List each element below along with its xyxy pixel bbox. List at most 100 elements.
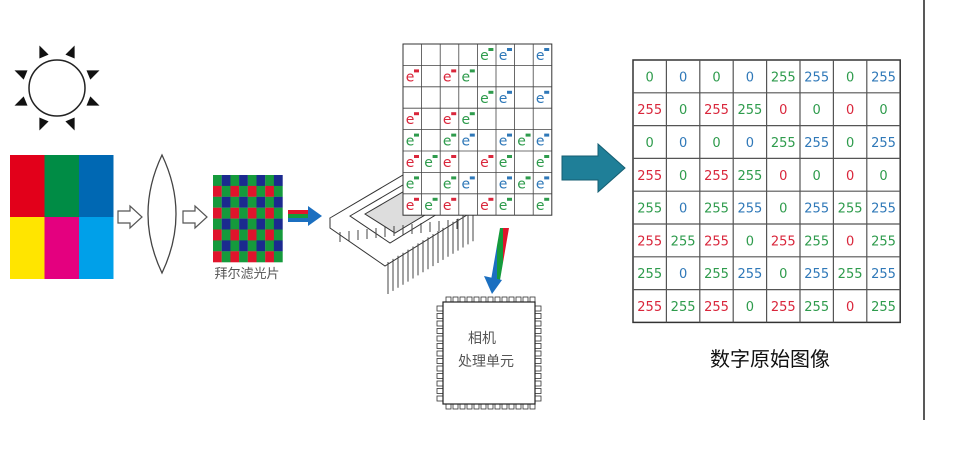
bayer-cell bbox=[256, 229, 266, 241]
camera-processor-chip: 相机 处理单元 bbox=[436, 296, 542, 410]
electron-charge-mark bbox=[525, 176, 531, 180]
bayer-cell bbox=[230, 240, 240, 252]
electron-icon: e bbox=[536, 134, 545, 150]
matrix-cell-value: 0 bbox=[712, 136, 720, 151]
light-ray-icon bbox=[39, 117, 49, 131]
matrix-cell-value: 0 bbox=[679, 70, 687, 85]
electron-icon: e bbox=[480, 155, 489, 171]
matrix-cell-value: 255 bbox=[671, 234, 696, 249]
bayer-cell bbox=[247, 240, 257, 252]
electron-charge-mark bbox=[414, 155, 419, 158]
electron-charge-mark bbox=[451, 133, 457, 137]
matrix-cell-value: 0 bbox=[879, 103, 887, 118]
electron-charge-mark bbox=[507, 48, 512, 51]
matrix-cell-value: 255 bbox=[771, 234, 796, 249]
electron-icon: e bbox=[424, 155, 433, 171]
bayer-cell bbox=[213, 185, 222, 197]
matrix-cell-value: 0 bbox=[846, 136, 854, 151]
electron-icon: e bbox=[536, 48, 545, 64]
electron-icon: e bbox=[461, 69, 470, 85]
electron-icon: e bbox=[406, 134, 415, 150]
hollow-arrow-icon bbox=[182, 204, 208, 230]
processor-pin bbox=[534, 335, 542, 342]
matrix-cell-value: 255 bbox=[637, 300, 662, 315]
bayer-cell bbox=[256, 251, 266, 263]
bayer-cell bbox=[239, 185, 248, 197]
bayer-cell bbox=[239, 175, 248, 186]
electron-icon: e bbox=[443, 134, 452, 150]
matrix-cell-value: 255 bbox=[804, 70, 829, 85]
bayer-cell bbox=[221, 207, 231, 219]
matrix-cell-value: 255 bbox=[637, 267, 662, 282]
bayer-cell bbox=[273, 218, 283, 230]
matrix-cell-value: 255 bbox=[737, 103, 762, 118]
bayer-cell bbox=[247, 218, 257, 230]
electron-icon: e bbox=[499, 48, 508, 64]
matrix-cell-value: 255 bbox=[637, 202, 662, 217]
processor-pin bbox=[436, 395, 444, 402]
matrix-cell-value: 255 bbox=[704, 202, 729, 217]
electron-icon: e bbox=[406, 198, 415, 214]
electron-charge-mark bbox=[488, 197, 494, 201]
electron-charge-mark bbox=[432, 197, 438, 201]
processor-label-line2: 处理单元 bbox=[458, 354, 514, 370]
electron-icon: e bbox=[480, 48, 489, 64]
bayer-cell bbox=[247, 185, 257, 197]
processor-pin bbox=[534, 305, 542, 312]
bayer-cell bbox=[239, 218, 248, 230]
bayer-cell bbox=[273, 240, 283, 252]
matrix-cell-value: 0 bbox=[846, 169, 854, 184]
processor-pin bbox=[534, 343, 542, 349]
output-label: 数字原始图像 bbox=[710, 347, 830, 371]
bayer-cell bbox=[265, 229, 274, 241]
bayer-cell bbox=[239, 207, 248, 219]
light-ray-icon bbox=[86, 96, 100, 106]
processor-pin bbox=[534, 395, 542, 402]
bayer-cell bbox=[256, 240, 266, 252]
matrix-cell-value: 255 bbox=[838, 267, 863, 282]
matrix-cell-value: 0 bbox=[679, 202, 687, 217]
bayer-cell bbox=[221, 229, 231, 241]
bayer-cell bbox=[213, 218, 222, 230]
electron-icon: e bbox=[443, 198, 452, 214]
electron-charge-mark bbox=[544, 176, 550, 180]
electron-charge-mark bbox=[451, 155, 457, 158]
bayer-cell bbox=[221, 185, 231, 197]
electron-charge-mark bbox=[488, 48, 494, 51]
rgb-down-arrow-icon bbox=[484, 228, 509, 294]
bayer-cell bbox=[230, 251, 240, 263]
matrix-cell-value: 0 bbox=[846, 300, 854, 315]
electron-charge-mark bbox=[488, 155, 494, 158]
matrix-cell-value: 0 bbox=[746, 300, 754, 315]
bayer-cell bbox=[265, 251, 274, 263]
processor-pin bbox=[534, 313, 542, 319]
electron-charge-mark bbox=[451, 69, 457, 73]
electron-charge-mark bbox=[544, 48, 550, 51]
electron-charge-mark bbox=[451, 176, 457, 180]
processor-pin bbox=[534, 350, 542, 357]
light-ray-icon bbox=[65, 117, 75, 131]
bayer-filter bbox=[213, 175, 283, 263]
electron-charge-mark bbox=[414, 133, 419, 137]
bayer-cell bbox=[265, 185, 274, 197]
electron-icon: e bbox=[536, 198, 545, 214]
bayer-cell bbox=[256, 185, 266, 197]
matrix-cell-value: 0 bbox=[746, 136, 754, 151]
bayer-cell bbox=[221, 240, 231, 252]
electron-icon: e bbox=[517, 176, 526, 192]
electron-charge-mark bbox=[469, 69, 475, 73]
light-ray-icon bbox=[14, 70, 28, 80]
matrix-cell-value: 255 bbox=[704, 300, 729, 315]
matrix-cell-value: 0 bbox=[646, 136, 654, 151]
processor-pin bbox=[436, 343, 444, 349]
matrix-cell-value: 0 bbox=[746, 70, 754, 85]
bayer-cell bbox=[230, 229, 240, 241]
electron-icon: e bbox=[499, 198, 508, 214]
electron-charge-mark bbox=[507, 133, 512, 137]
processor-pin bbox=[436, 380, 444, 387]
bayer-cell bbox=[230, 218, 240, 230]
bayer-filter-label: 拜尔滤光片 bbox=[214, 267, 279, 282]
matrix-cell-value: 255 bbox=[637, 234, 662, 249]
